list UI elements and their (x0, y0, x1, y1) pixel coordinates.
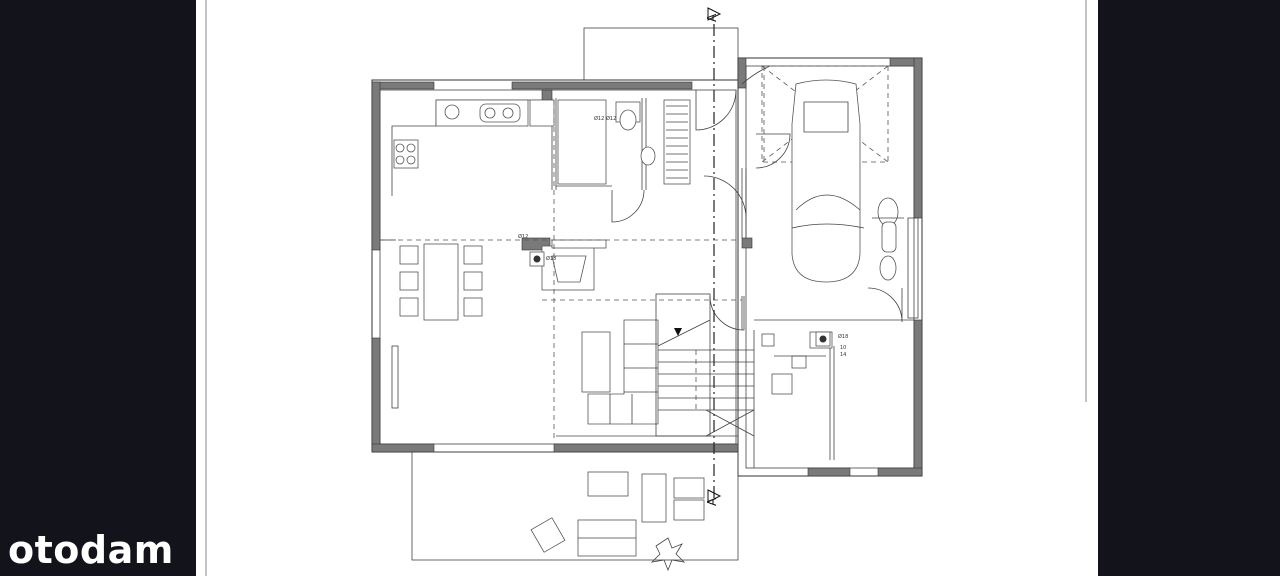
boiler-flue-hole (819, 335, 827, 343)
wall-hatch-bottom-left (371, 443, 435, 453)
fireplace-shelf (551, 239, 607, 249)
stairs (655, 293, 755, 437)
utility-sink (761, 333, 775, 347)
toilet-bowl (619, 109, 637, 131)
washbasin (640, 146, 656, 166)
door-hall (703, 175, 747, 219)
car-windshield (795, 194, 861, 211)
burner-1 (395, 143, 405, 153)
section-arrow-bottom (707, 489, 722, 503)
fireplace: Ø18 Ø12 (518, 233, 607, 291)
dishwasher-mark (444, 104, 460, 120)
chair-6 (463, 297, 483, 317)
bath-vent-label-1: Ø12 (594, 115, 604, 122)
section-axis: A A (705, 7, 722, 506)
chair-3 (399, 297, 419, 317)
motorcycle (872, 197, 904, 281)
burner-3 (395, 155, 405, 165)
dining-set (399, 243, 483, 321)
burner-4 (406, 155, 416, 165)
boiler-label-3: 14 (840, 352, 846, 358)
car-roof-window (803, 101, 849, 133)
section-arrow-top (707, 7, 722, 21)
utility-room: Ø18 10 14 (761, 331, 848, 395)
moto-body (881, 221, 897, 253)
garage-side-window (907, 217, 919, 319)
car-body (791, 79, 861, 283)
washer (791, 355, 807, 369)
wall-hatch-bottom-mid (553, 443, 739, 453)
doors (611, 65, 903, 331)
terrace-table (587, 471, 629, 497)
wardrobe-hangers (666, 105, 688, 179)
bathroom: Ø12 Ø12 (557, 99, 691, 185)
fireplace-box (551, 255, 587, 283)
floor-plan-sheet: Ø12 Ø12 Ø18 Ø12 (196, 0, 1098, 576)
sofa (587, 319, 659, 425)
wall-hatch-garage-right-upper (913, 57, 923, 219)
wardrobe (663, 99, 691, 185)
fridge (529, 99, 555, 127)
bath-vent-label-2: Ø12 (606, 115, 616, 122)
wall-hatch-left-upper (371, 81, 381, 251)
stairs-arrow (674, 328, 682, 336)
wall-hatch-garage-right-lower (913, 319, 923, 477)
moto-rear (879, 255, 897, 281)
garage-skylight (761, 65, 889, 163)
wall-hatch-bottom-garage-2 (877, 467, 923, 477)
terrace-plant (650, 537, 686, 572)
chair-2 (399, 271, 419, 291)
floor-plan-drawing: Ø12 Ø12 Ø18 Ø12 (205, 0, 1087, 576)
column-1 (541, 89, 553, 101)
boiler-label-2: 10 (840, 345, 846, 351)
roof-projection (583, 27, 739, 83)
wall-hatch-top-mid (511, 81, 693, 90)
column-2 (741, 237, 753, 249)
car (791, 79, 865, 283)
living-room (581, 319, 659, 425)
door-garage-utility (867, 287, 903, 323)
flue-label: Ø18 (546, 255, 556, 262)
door-garage-top (741, 65, 771, 85)
stair-treads (658, 349, 754, 411)
kitchen (391, 99, 555, 196)
wall-hatch-bottom-garage-1 (807, 467, 851, 477)
section-marker-bottom: A (705, 497, 719, 506)
dining-table (423, 243, 459, 321)
wall-hatch-top-left (371, 81, 435, 90)
burner-2 (406, 143, 416, 153)
terrace (411, 451, 739, 572)
window-left (391, 345, 399, 409)
flue-label-2: Ø12 (518, 233, 528, 240)
terrace-chair-1 (673, 477, 705, 499)
wall-hatch-left-lower (371, 337, 381, 451)
stairwell (655, 293, 711, 437)
flue-hole (533, 255, 541, 263)
door-garage-side (755, 133, 791, 169)
overhead-dashed-lines (380, 65, 889, 440)
terrace-outline (411, 451, 739, 561)
door-bath (611, 189, 645, 223)
chair-5 (463, 271, 483, 291)
sink-bowl-1 (484, 107, 496, 119)
chair-utility (771, 373, 793, 395)
cooktop (393, 139, 419, 169)
sink-bowl-2 (502, 107, 514, 119)
coffee-table (581, 331, 611, 393)
watermark-logo: otodam (8, 528, 174, 572)
boiler-label-1: Ø18 (838, 333, 848, 340)
door-entrance (695, 89, 737, 131)
terrace-chair-2 (673, 499, 705, 521)
door-stairs (709, 295, 745, 331)
chair-1 (399, 245, 419, 265)
bathtub (557, 99, 607, 185)
wall-hatch-garage-left (737, 57, 747, 89)
terrace-lounger (530, 517, 566, 553)
terrace-sunbed (641, 473, 667, 523)
chair-4 (463, 245, 483, 265)
